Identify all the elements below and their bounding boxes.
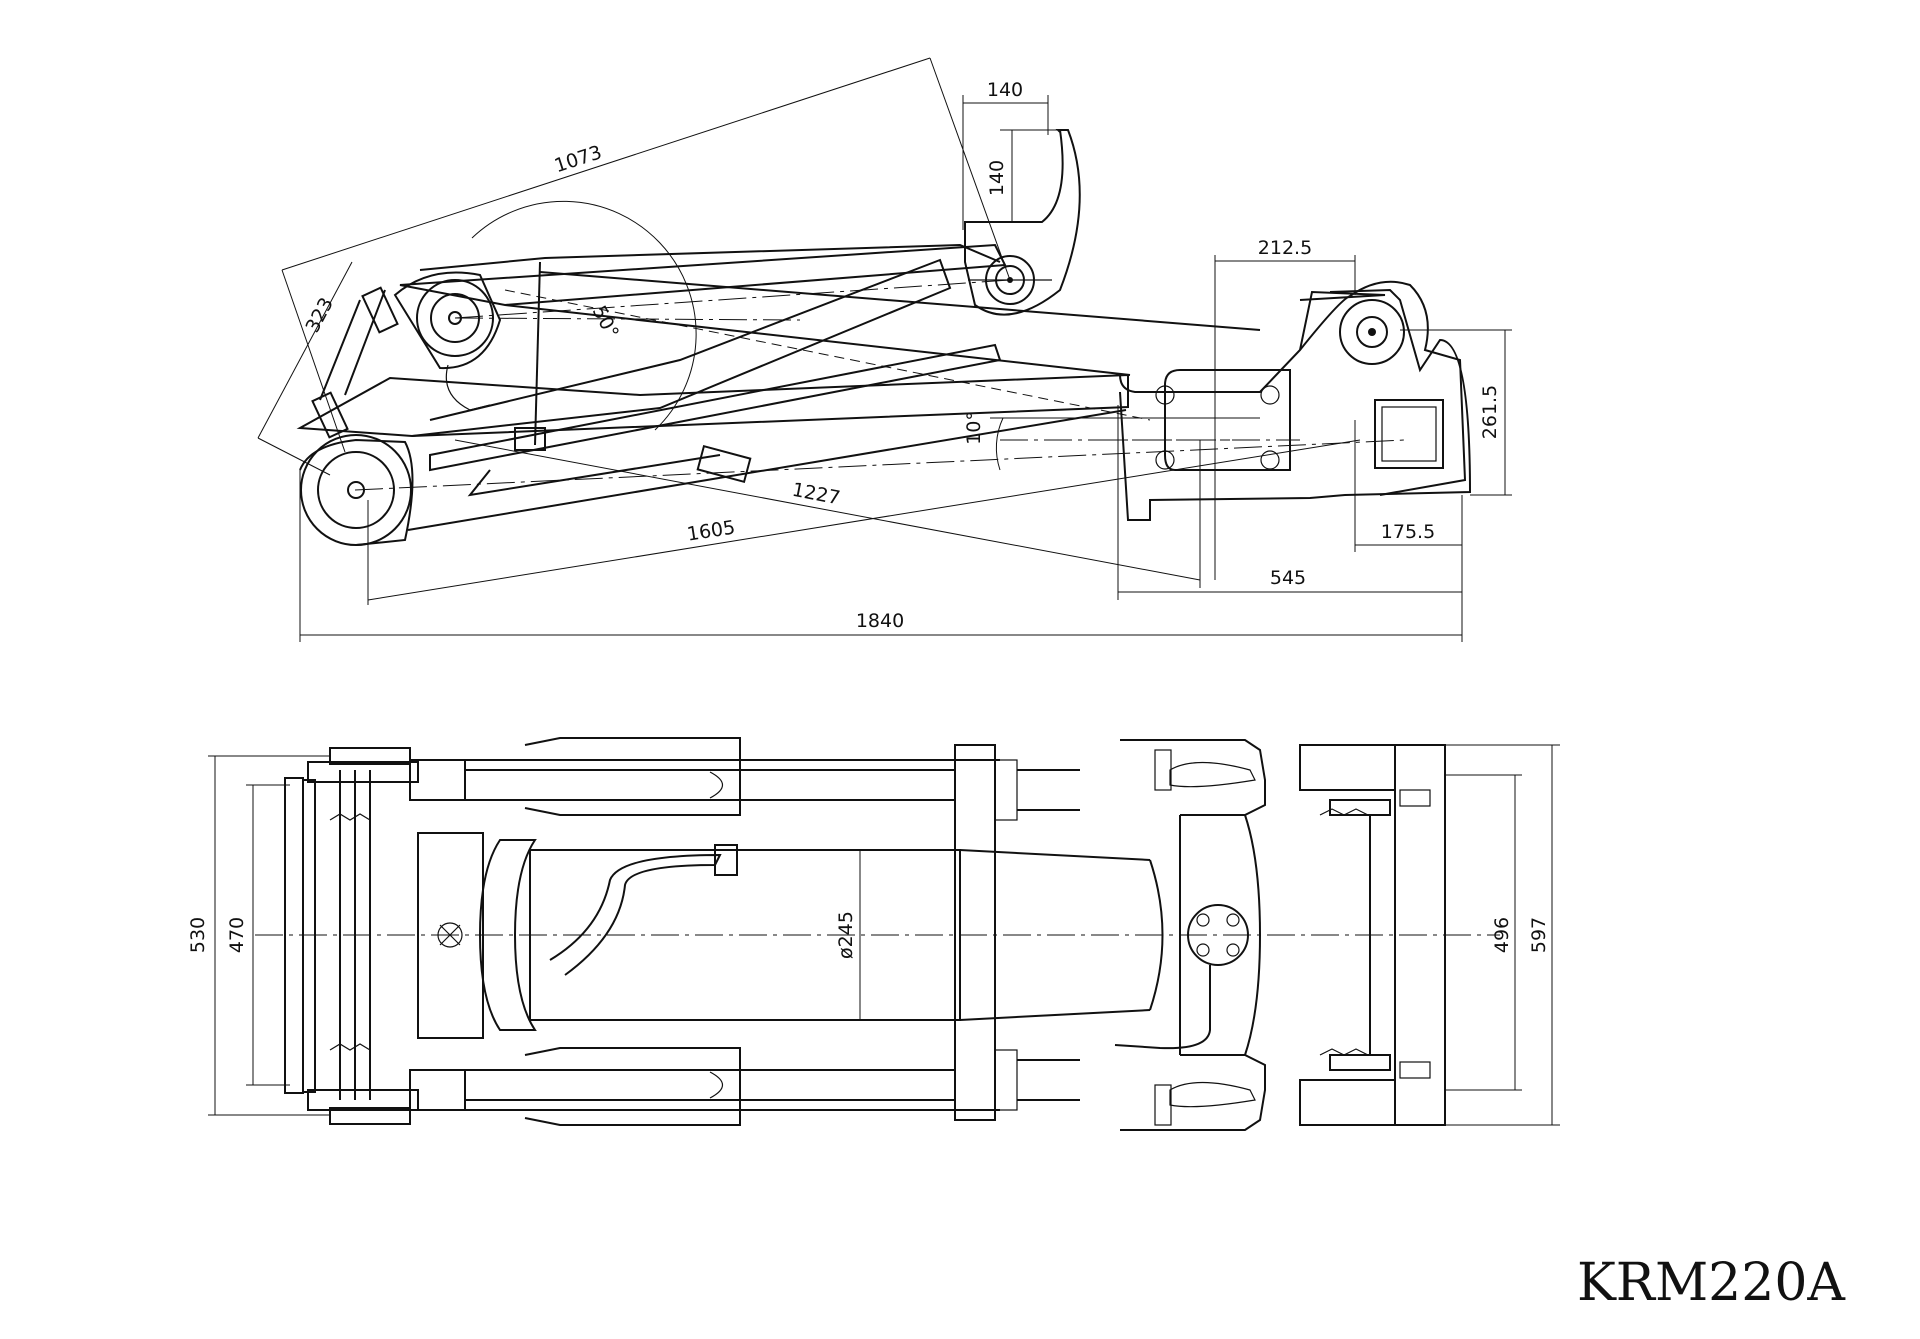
dim-1840: 1840	[299, 470, 1463, 642]
lower-rail	[409, 1047, 1000, 1126]
right-yoke	[1114, 739, 1266, 1131]
dim-530-label: 530	[187, 917, 209, 953]
side-view: 1073 323 50° 140 140 212.5	[257, 57, 1512, 642]
angle-10-label: 10°	[963, 411, 985, 445]
dim-245: ø245	[835, 911, 857, 959]
dim-261-5: 261.5	[1400, 329, 1512, 496]
dim-1840-label: 1840	[856, 610, 904, 632]
dim-140-top: 140	[962, 79, 1049, 230]
angle-arc-50	[471, 200, 697, 431]
upper-rail	[409, 737, 1000, 816]
dim-323-label: 323	[301, 294, 337, 336]
upper-pivot	[311, 261, 546, 451]
dim-496: 496	[1445, 774, 1522, 1091]
dim-470: 470	[226, 784, 290, 1086]
left-frame	[284, 747, 419, 1125]
far-right-frame	[1299, 744, 1446, 1126]
dim-545: 545	[1117, 405, 1463, 600]
plan-view: 530 470 ø245 496 597	[187, 737, 1560, 1131]
dim-1073-label: 1073	[552, 141, 605, 177]
dim-261-5-label: 261.5	[1479, 385, 1501, 439]
cross-tube	[417, 832, 484, 1039]
dim-496-label: 496	[1491, 917, 1513, 953]
dim-212-5-label: 212.5	[1258, 237, 1312, 259]
dim-545-label: 545	[1270, 567, 1306, 589]
dim-597-label: 597	[1528, 917, 1550, 953]
cylinder-body	[478, 839, 1164, 1031]
center-plate	[954, 744, 1080, 1121]
dim-175-5-label: 175.5	[1381, 521, 1435, 543]
dim-470-label: 470	[226, 917, 248, 953]
dim-597: 597	[1445, 744, 1560, 1126]
model-label: KRM220A	[1577, 1253, 1846, 1313]
dim-1605: 1605	[367, 439, 1361, 605]
dim-140-vert-label: 140	[986, 160, 1008, 196]
upper-arm	[399, 243, 1261, 376]
dim-140-vert: 140	[986, 129, 1058, 222]
dim-212-5: 212.5	[1214, 237, 1356, 580]
right-coupling	[1100, 280, 1472, 521]
top-hook	[964, 129, 1081, 316]
dim-245-label: ø245	[835, 911, 857, 959]
dim-530: 530	[187, 755, 330, 1116]
hydraulic-cylinder	[411, 258, 1002, 497]
dim-175-5: 175.5	[1354, 420, 1463, 552]
dim-1227: 1227	[454, 439, 1201, 588]
dim-140-top-label: 140	[987, 79, 1023, 101]
